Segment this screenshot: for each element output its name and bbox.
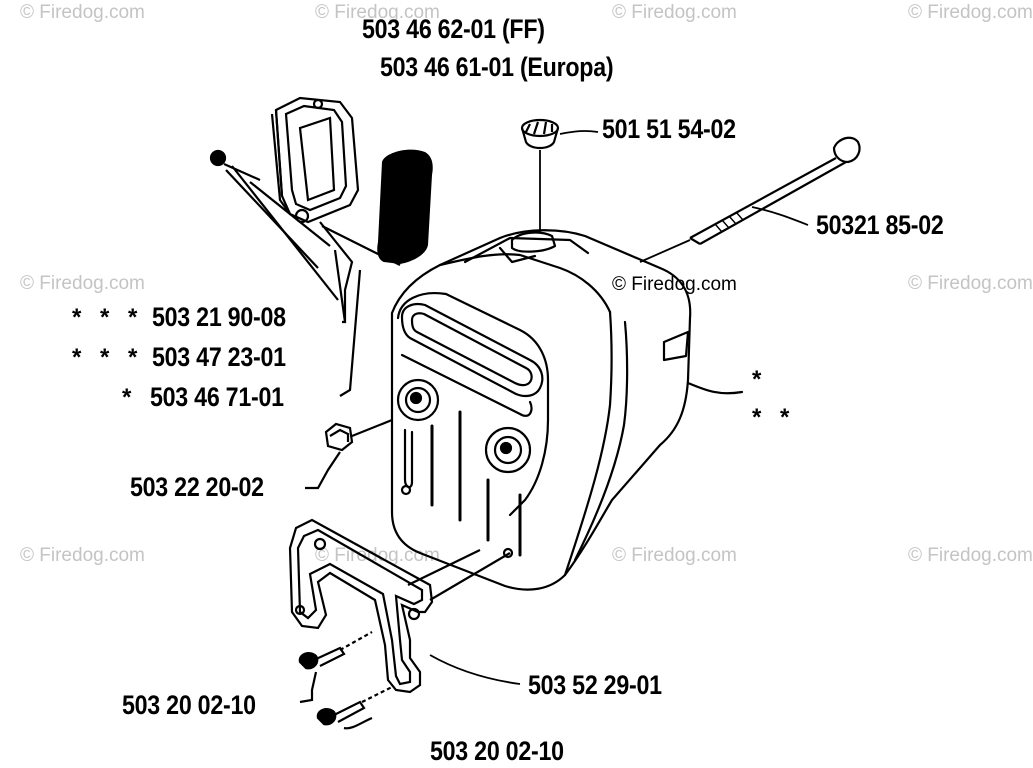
- nut-part: [305, 418, 393, 490]
- plate-part: [377, 149, 433, 264]
- marker-three-star: * * *: [72, 304, 144, 331]
- watermark: © Firedog.com: [908, 2, 1033, 23]
- long-bolt-part: [639, 136, 861, 263]
- muffler-slot-outer: [400, 302, 544, 398]
- watermark: © Firedog.com: [20, 273, 145, 294]
- parts-diagram: [209, 96, 861, 730]
- muffler-top-detail: [463, 236, 590, 264]
- gasket-frame-part: [270, 96, 360, 224]
- bracket-part: [288, 518, 521, 694]
- label-gasket-a: 503 21 90-08: [152, 302, 286, 332]
- muffler-front-face: [396, 292, 550, 517]
- muffler-top-boss: [510, 231, 557, 253]
- pin-part: [209, 149, 401, 397]
- label-screw-cut: 503 20 02-10: [430, 736, 564, 766]
- watermark: © Firedog.com: [908, 545, 1033, 566]
- muffler-side-edge: [573, 320, 629, 562]
- label-plate: 503 46 71-01: [150, 382, 284, 412]
- watermark-center: © Firedog.com: [612, 274, 737, 295]
- muffler-port-left: [396, 378, 440, 422]
- label-nut: 503 22 20-02: [130, 472, 264, 502]
- watermark: © Firedog.com: [20, 2, 145, 23]
- marker-three-star: * * *: [72, 344, 144, 371]
- title-line-2: 503 46 61-01 (Europa): [380, 52, 614, 82]
- watermark: © Firedog.com: [20, 545, 145, 566]
- muffler-port-right: [484, 426, 532, 474]
- watermark: © Firedog.com: [908, 273, 1033, 294]
- watermark: © Firedog.com: [612, 545, 737, 566]
- title-line-1: 503 46 62-01 (FF): [362, 14, 545, 44]
- muffler-side-tab: [662, 330, 690, 362]
- screw-part: [298, 631, 395, 730]
- marker-muffler-star: *: [752, 366, 768, 393]
- muffler-top-ridge: [438, 253, 612, 314]
- label-cap: 501 51 54-02: [602, 114, 736, 144]
- marker-one-star: *: [122, 384, 138, 411]
- label-long-bolt: 50321 85-02: [816, 210, 944, 240]
- muffler-leader: [686, 381, 744, 395]
- label-bracket: 503 52 29-01: [528, 670, 662, 700]
- louvre: [403, 428, 414, 489]
- muffler-front-edge: [563, 310, 613, 577]
- watermark: © Firedog.com: [612, 2, 737, 23]
- muffler-slot-inner: [410, 312, 533, 387]
- marker-muffler-star2: * *: [752, 404, 796, 431]
- label-gasket-b: 503 47 23-01: [152, 342, 286, 372]
- cap-part: [520, 118, 599, 232]
- label-screw: 503 20 02-10: [122, 690, 256, 720]
- muffler-body: [390, 229, 692, 591]
- watermark: © Firedog.com: [315, 2, 440, 23]
